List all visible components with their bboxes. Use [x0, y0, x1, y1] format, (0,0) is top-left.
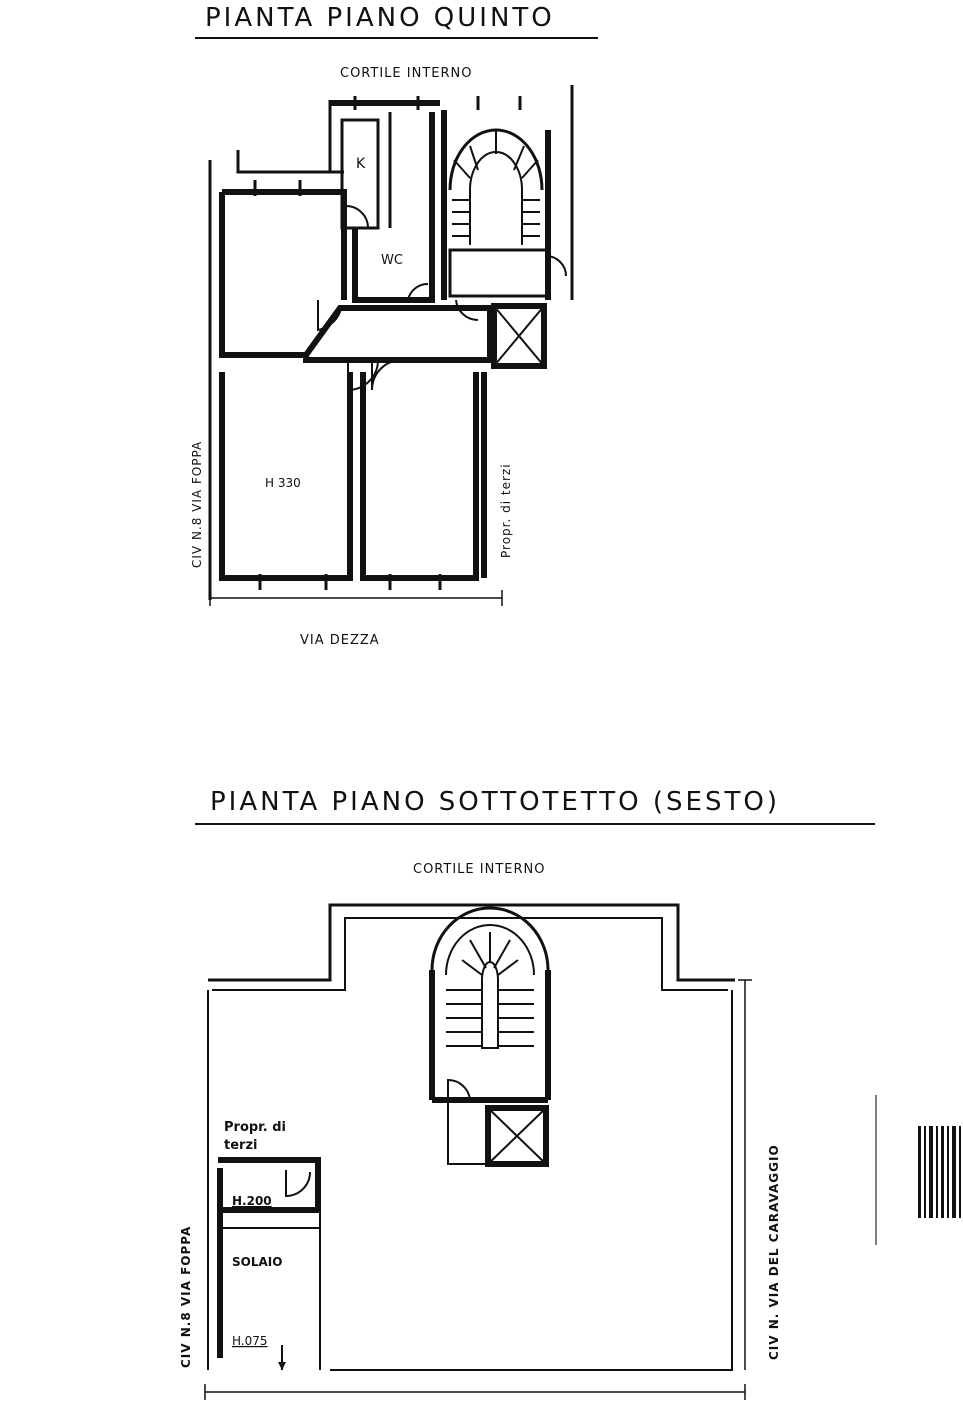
neighbor-label-attic-1: Propr. di — [224, 1120, 286, 1135]
attic-lift-surround — [447, 1100, 488, 1165]
wc-label: WC — [381, 253, 403, 268]
attic-outline-top — [208, 903, 735, 982]
attic-unit-top — [218, 1157, 321, 1213]
attic-stair-arch-mid — [445, 924, 535, 976]
plan-fifth-title: PIANTA PIANO QUINTO — [205, 3, 555, 33]
neighbor-label-attic-2: terzi — [224, 1138, 257, 1153]
street-bottom-label: VIA DEZZA — [300, 633, 380, 648]
door-right-room — [370, 359, 401, 391]
kitchen-room — [340, 118, 380, 230]
door-kitchen — [345, 205, 369, 229]
attic-outline-inner — [212, 917, 728, 991]
courtyard-label-attic: CORTILE INTERNO — [413, 862, 545, 877]
stair-treads — [452, 130, 540, 245]
plan-attic-title: PIANTA PIANO SOTTOTETTO (SESTO) — [210, 787, 780, 817]
windows — [253, 96, 522, 590]
neighbor-label: Propr. di terzi — [499, 463, 513, 558]
plan-attic-floor: PIANTA PIANO SOTTOTETTO (SESTO) CORTILE … — [179, 787, 875, 1400]
wall-left-lower-room — [219, 372, 353, 581]
wall-left-upper — [219, 192, 306, 358]
attic-stair-treads — [446, 932, 534, 1047]
lift-shaft — [491, 303, 547, 369]
attic-height-bottom: H.075 — [232, 1334, 268, 1348]
door-upper-room — [317, 300, 341, 332]
door-wc — [407, 282, 429, 301]
attic-room-label: SOLAIO — [232, 1255, 282, 1269]
attic-stair-arch — [430, 906, 550, 971]
attic-stair-door — [447, 1078, 471, 1101]
courtyard-label: CORTILE INTERNO — [340, 66, 472, 81]
door-left-room — [347, 359, 379, 392]
balcony-top — [236, 150, 330, 174]
kitchen-label: K — [356, 156, 366, 172]
wall-right-lower-room — [360, 372, 479, 581]
wall-upper-room — [222, 189, 347, 300]
room-height-label: H 330 — [265, 476, 301, 490]
street-left-label: CIV N.8 VIA FOPPA — [190, 441, 204, 568]
attic-stair-core — [481, 961, 499, 1049]
door-landing — [545, 255, 567, 277]
stair-landing — [448, 248, 550, 298]
door-stair — [455, 299, 479, 322]
plan-fifth-floor: PIANTA PIANO QUINTO CORTILE INTERNO — [190, 3, 598, 648]
corridor — [303, 305, 493, 363]
attic-street-right: CIV N. VIA DEL CARAVAGGIO — [767, 1144, 781, 1360]
attic-street-left: CIV N.8 VIA FOPPA — [179, 1226, 193, 1368]
attic-height-top: H.200 — [232, 1194, 272, 1208]
attic-wall-right-bottom — [330, 990, 733, 1371]
attic-lift-shaft — [485, 1105, 549, 1167]
stair-arch-inner — [469, 151, 523, 191]
scan-artifact-barcode — [875, 1095, 961, 1245]
height-arrow-head — [278, 1362, 286, 1370]
attic-unit-door — [285, 1170, 311, 1198]
wc-room — [352, 112, 435, 303]
